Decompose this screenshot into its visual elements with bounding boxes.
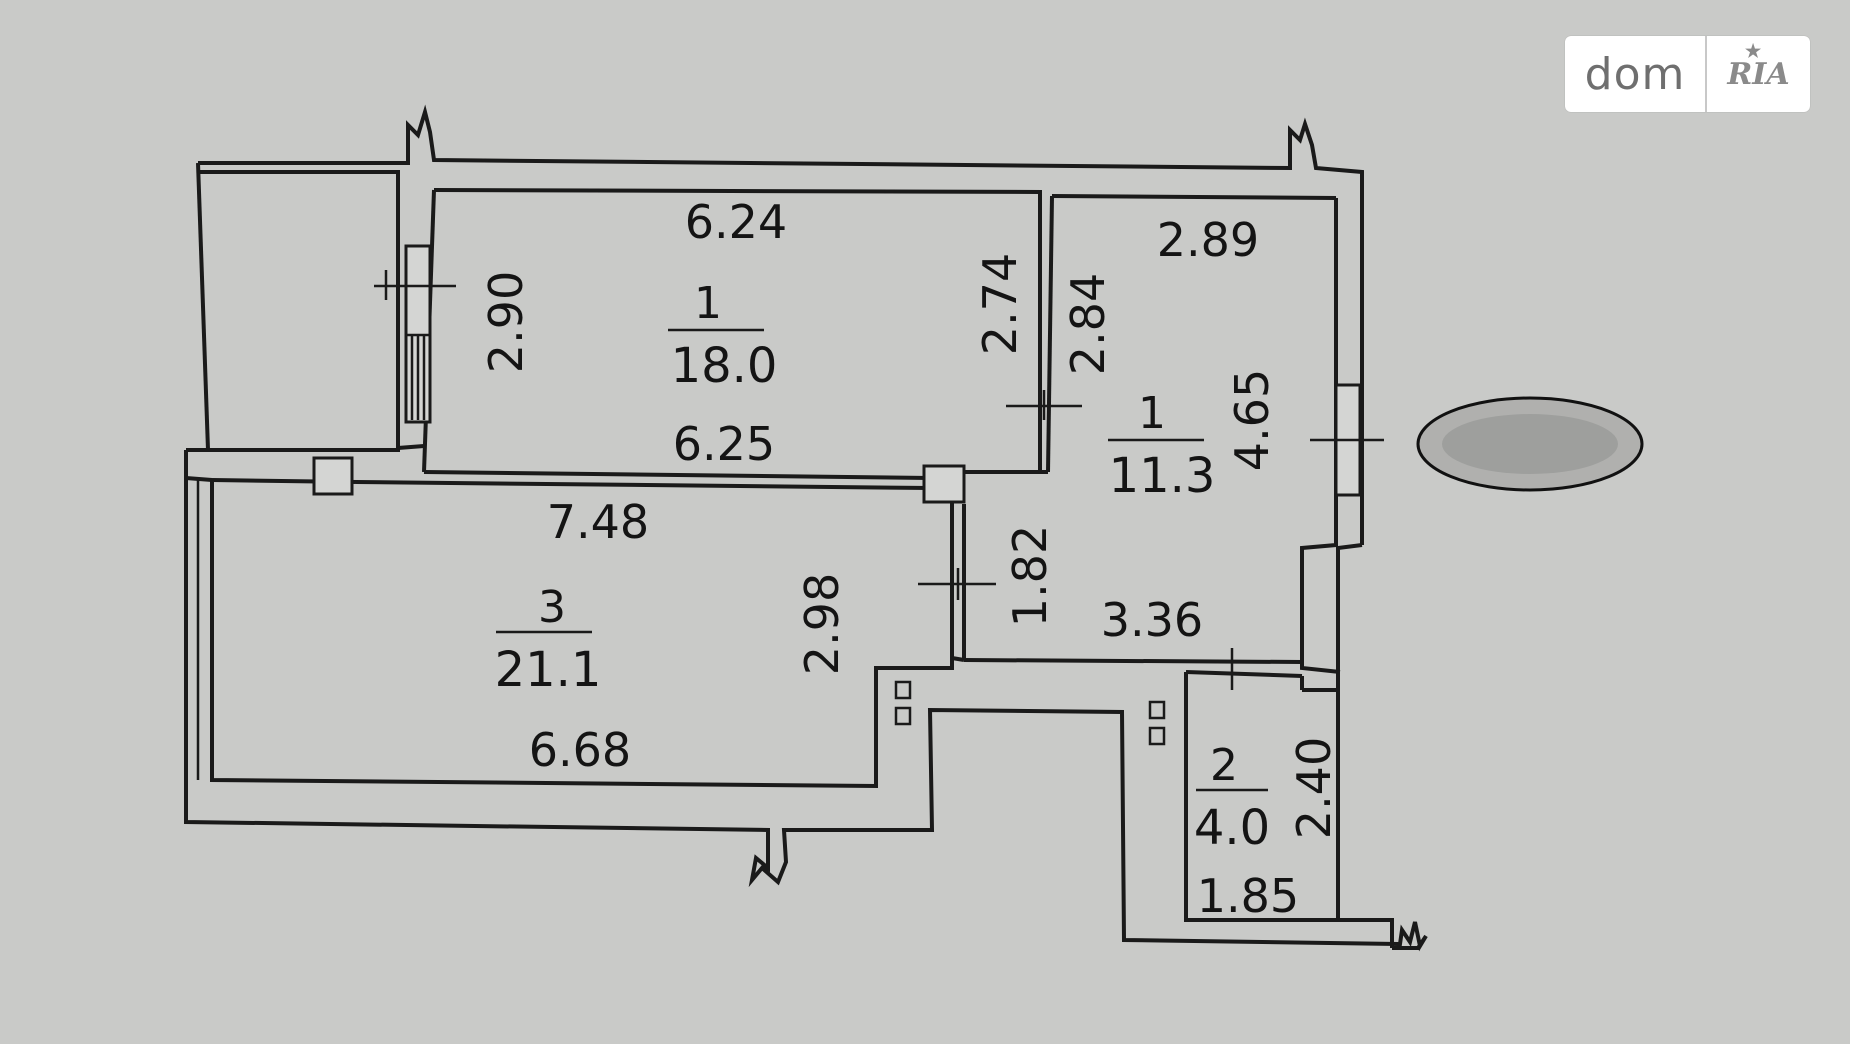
dim-r4-top: 6.24 (685, 195, 787, 249)
logo-star-icon: ★ (1745, 40, 1762, 62)
vertical-dimensions: 2.90 2.74 2.84 4.65 1.82 2.98 2.40 (479, 253, 1341, 839)
room-2-outline (1184, 670, 1338, 922)
logo-ria-mark: ★RIA (1707, 41, 1810, 92)
dim-r2-right: 2.40 (1287, 737, 1341, 839)
room-1-number: 1 (1138, 388, 1166, 439)
logo-ria-text: RIA (1727, 56, 1790, 92)
logo-dom-text: dom (1584, 48, 1686, 100)
dim-corridor: 1.82 (1003, 525, 1057, 627)
logo-separator (1705, 36, 1707, 112)
balcony-left-wall (196, 162, 210, 451)
dim-r1-bottom: 3.36 (1101, 593, 1203, 647)
dim-r4-right: 2.74 (973, 253, 1027, 355)
room-3-number: 3 (538, 582, 566, 633)
room-4-number: 1 (694, 278, 722, 329)
dim-r4-bottom: 6.25 (673, 417, 775, 471)
dim-r1-right: 4.65 (1225, 369, 1279, 471)
room-1-outline (950, 194, 1362, 664)
room-4-outline (355, 188, 1042, 490)
dim-r4-left: 2.90 (479, 271, 533, 373)
room-2-number: 2 (1210, 740, 1238, 791)
room-3-area: 21.1 (495, 642, 602, 698)
door-markers (374, 270, 1384, 690)
horizontal-dimensions: 6.24 6.25 2.89 3.36 7.48 6.68 1.85 (529, 195, 1299, 923)
room-2-area: 4.0 (1194, 800, 1270, 856)
dim-r3-top: 7.48 (547, 495, 649, 549)
room-1-area: 11.3 (1109, 448, 1216, 504)
dim-r1-top: 2.89 (1157, 213, 1259, 267)
dim-r3-right: 2.98 (795, 573, 849, 675)
dim-r3-bottom: 6.68 (529, 723, 631, 777)
dim-r2-bottom: 1.85 (1197, 869, 1299, 923)
dom-ria-logo[interactable]: dom ★RIA (1565, 36, 1810, 112)
room-labels: 1 18.0 1 11.3 3 21.1 2 4.0 (495, 278, 1271, 856)
columns (312, 456, 1166, 746)
redacted-blur (1442, 414, 1618, 474)
room-4-area: 18.0 (671, 338, 778, 394)
outer-walls (184, 104, 1428, 952)
dim-r1-left: 2.84 (1061, 273, 1115, 375)
